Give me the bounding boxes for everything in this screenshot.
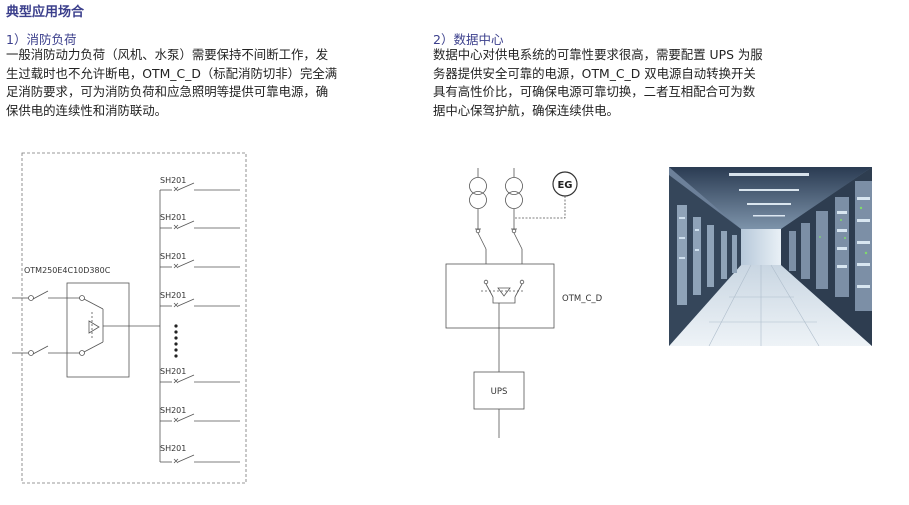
svg-text:SH201: SH201: [160, 406, 186, 415]
section2-line-2: 务器提供安全可靠的电源，OTM_C_D 双电源自动转换开关: [433, 65, 756, 81]
breaker-3: SH201: [160, 252, 240, 269]
otm-cd-label: OTM_C_D: [562, 294, 603, 304]
breaker-1: SH201: [160, 176, 240, 192]
section2-body: 数据中心对供电系统的可靠性要求很高，需要配置 UPS 为服 务器提供安全可靠的电…: [433, 46, 864, 120]
breaker-2: SH201: [160, 213, 240, 230]
more-breakers-dots: [174, 324, 178, 358]
breaker-5: SH201: [160, 367, 240, 384]
breaker-7: SH201: [160, 444, 240, 464]
section1-body: 一般消防动力负荷（风机、水泵）需要保持不间断工作，发 生过载时也不允许断电，OT…: [6, 46, 406, 120]
ups-label: UPS: [491, 387, 508, 397]
section1-line-2: 生过载时也不允许断电，OTM_C_D（标配消防切非）完全满: [6, 65, 338, 81]
svg-text:SH201: SH201: [160, 176, 186, 185]
svg-text:SH201: SH201: [160, 213, 186, 222]
otm-device-label: OTM250E4C10D380C: [24, 266, 111, 275]
data-center-photo: [669, 167, 872, 346]
section1-line-3: 足消防要求，可为消防负荷和应急照明等提供可靠电源，确: [6, 84, 329, 99]
breaker-4: SH201: [160, 291, 240, 308]
section2-line-4: 据中心保驾护航，确保连续供电。: [433, 102, 619, 118]
page-title: 典型应用场合: [6, 5, 85, 20]
breaker-6: SH201: [160, 406, 240, 423]
section1-line-4: 保供电的连续性和消防联动。: [6, 102, 168, 118]
svg-text:SH201: SH201: [160, 444, 186, 453]
generator-label: EG: [557, 180, 572, 191]
svg-text:SH201: SH201: [160, 291, 186, 300]
section2-title: 2）数据中心: [433, 32, 504, 47]
section1-line-1: 一般消防动力负荷（风机、水泵）需要保持不间断工作，发: [6, 47, 329, 62]
section2-line-3: 具有高性价比，可确保电源可靠切换，二者互相配合可为数: [433, 84, 756, 99]
section1-title: 1）消防负荷: [6, 32, 77, 47]
section2-line-1: 数据中心对供电系统的可靠性要求很高，需要配置 UPS 为服: [433, 47, 763, 62]
svg-text:SH201: SH201: [160, 367, 186, 376]
svg-text:SH201: SH201: [160, 252, 186, 261]
